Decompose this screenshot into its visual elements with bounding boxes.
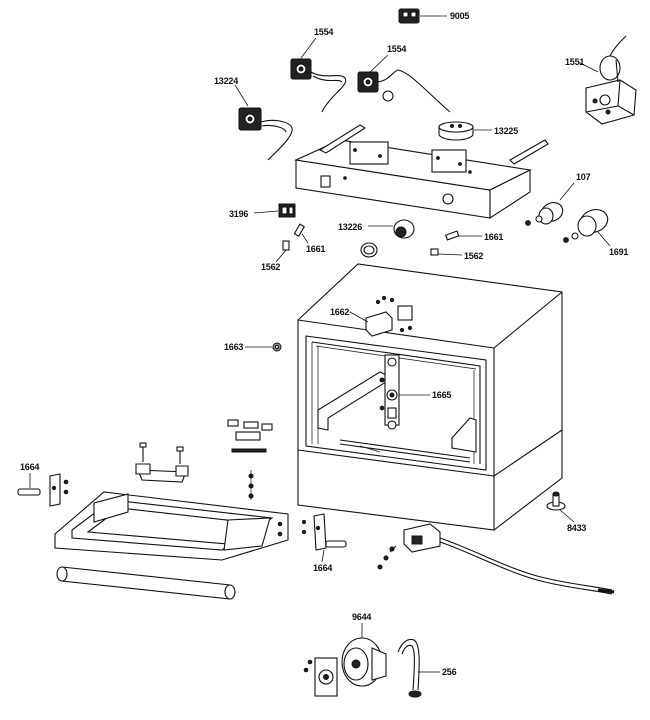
label-1551: 1551 (565, 57, 585, 67)
part-1554-switch-left[interactable] (290, 37, 347, 113)
label-1554-left: 1554 (314, 27, 334, 37)
part-1691-knob[interactable] (563, 206, 611, 247)
part-1664-hinge-left[interactable] (17, 473, 69, 507)
label-13225: 13225 (494, 126, 519, 136)
part-1551-motor[interactable] (577, 35, 637, 125)
power-cord-assembly[interactable] (377, 523, 615, 595)
door-handle-bracket[interactable] (135, 442, 189, 483)
part-3196-switch[interactable] (253, 203, 296, 218)
hinge-hardware[interactable] (227, 419, 273, 500)
part-1662-bracket[interactable] (349, 295, 413, 337)
label-1554-right: 1554 (387, 44, 407, 54)
part-13226-button[interactable] (360, 219, 415, 258)
part-256-hose[interactable] (397, 638, 440, 698)
label-1661-right: 1661 (484, 232, 504, 242)
control-panel-frame[interactable] (294, 124, 549, 220)
part-107-knob[interactable] (525, 182, 575, 226)
main-cabinet[interactable] (297, 263, 563, 531)
label-1663: 1663 (224, 342, 244, 352)
label-107: 107 (576, 172, 591, 182)
part-1661-lamp-right[interactable] (444, 230, 482, 241)
part-9644-pump[interactable] (303, 623, 387, 697)
label-1662: 1662 (330, 307, 350, 317)
door-frame[interactable] (54, 491, 289, 561)
part-1562-bulb-right[interactable] (430, 248, 463, 256)
label-9005: 9005 (450, 11, 470, 21)
label-13224: 13224 (214, 76, 239, 86)
label-1664-right: 1664 (313, 563, 333, 573)
part-1562-bulb-left[interactable] (275, 240, 290, 263)
part-1661-lamp-left[interactable] (293, 223, 309, 244)
part-9005-connector[interactable] (398, 8, 447, 24)
part-13225-cap[interactable] (438, 121, 492, 141)
part-1664-hinge-right[interactable] (301, 513, 347, 563)
label-8433: 8433 (567, 523, 587, 533)
label-256: 256 (442, 667, 457, 677)
label-13226: 13226 (338, 222, 363, 232)
label-1562-right: 1562 (464, 251, 484, 261)
part-1554-switch-right[interactable] (357, 54, 451, 113)
label-1661-left: 1661 (306, 244, 326, 254)
part-8433-foot[interactable] (546, 491, 575, 523)
part-1663-nut[interactable] (245, 342, 282, 352)
label-1664-left: 1664 (20, 462, 40, 472)
label-3196: 3196 (229, 209, 249, 219)
label-1691: 1691 (609, 247, 629, 257)
label-1665: 1665 (432, 390, 452, 400)
label-9644: 9644 (352, 612, 372, 622)
label-1562-left: 1562 (261, 262, 281, 272)
part-13224-switch[interactable] (234, 84, 293, 161)
kick-plate[interactable] (56, 566, 236, 600)
